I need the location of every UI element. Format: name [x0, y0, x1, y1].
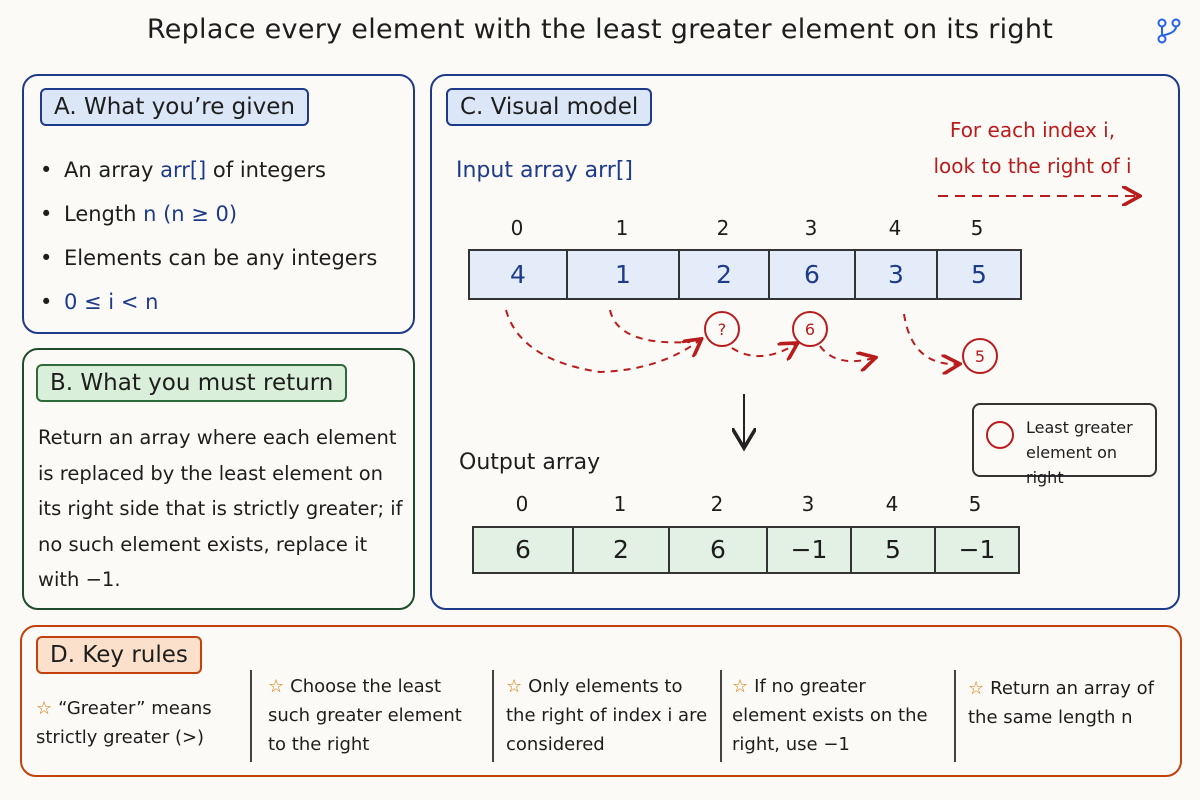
- input-cell-0: 4: [470, 251, 568, 298]
- legend-text: Least greater element on right: [1026, 418, 1133, 487]
- output-index-1: 1: [613, 492, 627, 516]
- input-array-label: Input array arr[]: [456, 158, 633, 183]
- input-cell-5: 5: [971, 260, 987, 289]
- rule-text: If no greater element exists on the righ…: [732, 676, 928, 755]
- output-cell-0: 6: [474, 528, 574, 572]
- input-index-1: 1: [615, 216, 629, 240]
- rule-text: Only elements to the right of index i ar…: [506, 676, 708, 755]
- input-index-4: 4: [888, 216, 902, 240]
- given-item: • An array arr[] of integers: [40, 152, 377, 196]
- rule-text: “Greater” means strictly greater (>): [36, 698, 212, 748]
- given-heading: A. What you’re given: [40, 88, 310, 126]
- given-list: • An array arr[] of integers • Length n (n …: [40, 152, 377, 328]
- key-rules-heading: D. Key rules: [36, 636, 202, 674]
- given-item-text: 0 ≤ i < n: [64, 290, 159, 314]
- input-cell-3: 6: [770, 251, 856, 298]
- given-item: • Elements can be any integers: [40, 240, 377, 284]
- output-index-2: 2: [710, 492, 724, 516]
- output-index-0: 0: [515, 492, 529, 516]
- scan-note-line-2: look to the right of i: [933, 154, 1132, 178]
- input-cell-2: 2: [680, 251, 770, 298]
- rule-divider: [492, 670, 494, 762]
- rule-text: Return an array of the same length n: [968, 678, 1155, 728]
- input-index-0: 0: [510, 216, 524, 240]
- input-index-5: 5: [970, 216, 984, 240]
- output-index-5: 5: [968, 492, 982, 516]
- return-heading: B. What you must return: [36, 364, 348, 402]
- legend-circle-icon: [986, 421, 1014, 449]
- scan-note-line-1: For each index i,: [949, 118, 1116, 142]
- input-index-row: 0 1 2 3 4 5: [468, 216, 1018, 240]
- rule-text: Choose the least such greater element to…: [268, 676, 462, 755]
- given-item-text: of integers: [206, 158, 326, 182]
- output-cell-2: 6: [670, 528, 768, 572]
- output-cell-1: 2: [574, 528, 670, 572]
- bullet: •: [40, 158, 53, 182]
- output-cell-3: −1: [768, 528, 852, 572]
- output-index-4: 4: [885, 492, 899, 516]
- visual-model-heading: C. Visual model: [446, 88, 653, 126]
- rule-divider: [720, 670, 722, 762]
- panel-return: [22, 348, 415, 610]
- input-index-3: 3: [804, 216, 818, 240]
- output-index-row: 0 1 2 3 4 5: [472, 492, 1016, 516]
- return-description: Return an array where each element is re…: [38, 426, 403, 591]
- bullet: •: [40, 246, 53, 270]
- star-icon: ☆: [36, 698, 53, 719]
- rule-divider: [954, 670, 956, 762]
- rule-3: ☆Only elements to the right of index i a…: [506, 672, 711, 759]
- given-item: • 0 ≤ i < n: [40, 284, 377, 328]
- panel-given: [22, 74, 415, 334]
- rule-divider: [250, 670, 252, 762]
- input-cell-1: 1: [568, 251, 680, 298]
- panel-key-rules: [20, 625, 1182, 777]
- given-item-text: Length: [64, 202, 144, 226]
- input-index-2: 2: [716, 216, 730, 240]
- input-cell-4: 3: [856, 251, 938, 298]
- given-item-text: n (n ≥ 0): [143, 202, 238, 226]
- rule-1: ☆“Greater” means strictly greater (>): [36, 694, 241, 752]
- star-icon: ☆: [268, 676, 285, 697]
- star-icon: ☆: [968, 678, 985, 699]
- star-icon: ☆: [506, 676, 523, 697]
- output-index-3: 3: [801, 492, 815, 516]
- bullet: •: [40, 290, 53, 314]
- page-title: Replace every element with the least gre…: [146, 14, 1054, 45]
- given-item-text: An array: [64, 158, 161, 182]
- given-item-text: Elements can be any integers: [64, 246, 378, 270]
- branch-icon: [1157, 18, 1181, 44]
- output-cell-4: 5: [852, 528, 936, 572]
- output-cell-5: −1: [958, 535, 996, 564]
- panel-visual-model: [430, 74, 1180, 610]
- rule-4: ☆If no greater element exists on the rig…: [732, 672, 942, 759]
- output-array-label: Output array: [459, 450, 601, 475]
- given-item-text: arr[]: [160, 158, 207, 182]
- star-icon: ☆: [732, 676, 749, 697]
- scan-note: For each index i, look to the right of i: [930, 112, 1135, 184]
- bullet: •: [40, 202, 53, 226]
- given-item: • Length n (n ≥ 0): [40, 196, 377, 240]
- rule-2: ☆Choose the least such greater element t…: [268, 672, 483, 759]
- rule-5: ☆Return an array of the same length n: [968, 674, 1168, 732]
- legend: Least greater element on right: [972, 403, 1157, 487]
